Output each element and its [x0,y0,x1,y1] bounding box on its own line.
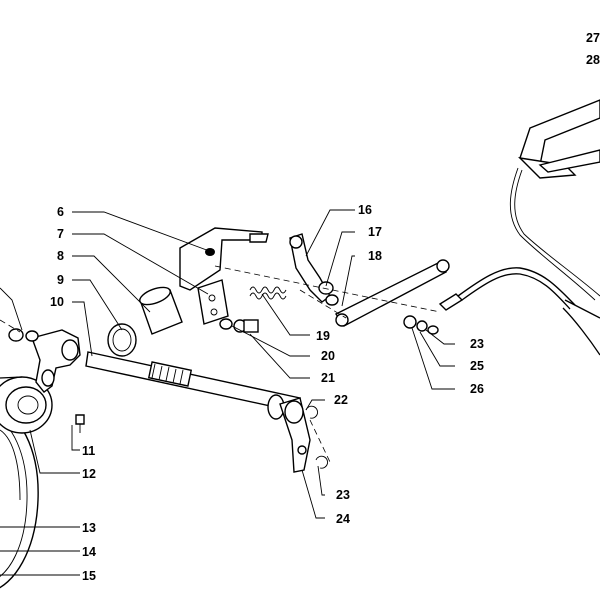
callout-26: 26 [470,382,484,396]
cable-end-part [403,293,464,335]
callout-28: 28 [586,53,600,67]
callout-10: 10 [50,295,64,309]
callout-8: 8 [57,249,64,263]
callout-12: 12 [82,467,96,481]
callout-23-bottom: 23 [336,488,350,502]
callout-17: 17 [368,225,382,239]
callout-7: 7 [57,227,64,241]
nut-bolt-part [219,318,259,333]
callout-labels: 6 7 8 9 10 11 12 13 14 15 16 17 18 19 20… [50,31,600,583]
callout-23-top: 23 [470,337,484,351]
clip-part [107,323,137,357]
bush-part [139,286,183,335]
callout-24: 24 [336,512,350,526]
release-bearing-part [0,376,53,434]
washer-left-part [8,328,39,342]
callout-20: 20 [321,349,335,363]
callout-16: 16 [358,203,372,217]
plate-part [197,279,229,325]
callout-27: 27 [586,31,600,45]
leader-lines [0,209,455,576]
small-screw-part [75,414,85,433]
callout-19: 19 [316,329,330,343]
callout-9: 9 [57,273,64,287]
rod-part [334,259,450,327]
pedal-lever-part [289,233,339,306]
callout-21: 21 [321,371,335,385]
callout-22: 22 [334,393,348,407]
lower-lever-part [279,397,311,473]
release-fork-part [31,329,81,393]
callout-25: 25 [470,359,484,373]
shaft-part [85,351,301,420]
callout-18: 18 [368,249,382,263]
assembly-lines [0,265,441,463]
callout-15: 15 [82,569,96,583]
callout-13: 13 [82,521,96,535]
callout-14: 14 [82,545,96,559]
pedal-box-part [517,99,600,179]
cable-part [457,167,600,356]
spring-part [249,286,287,300]
clutch-disc-part [0,407,39,589]
callout-6: 6 [57,205,64,219]
callout-11: 11 [82,444,95,458]
bracket-part [179,227,269,291]
